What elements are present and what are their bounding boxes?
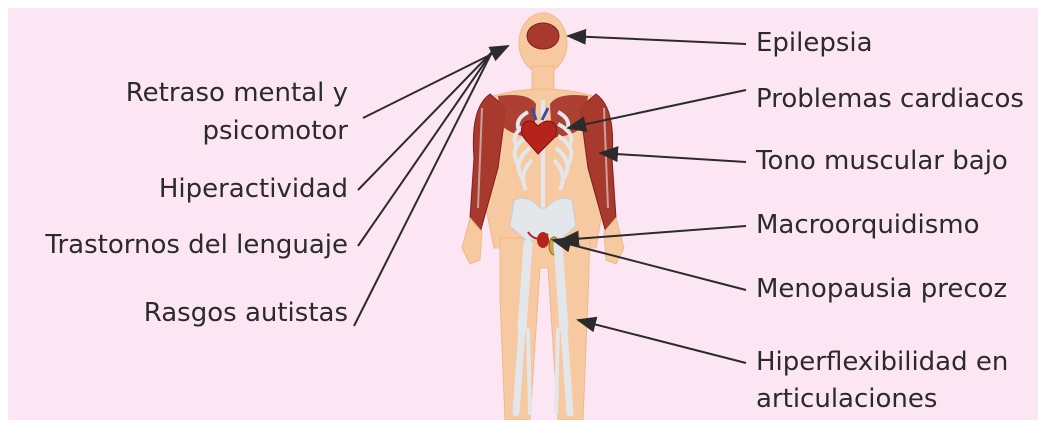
label-hiperactividad: Hiperactividad (159, 172, 348, 206)
label-retraso-line2: psicomotor (202, 114, 348, 148)
label-retraso-line1: Retraso mental y (126, 76, 348, 110)
arrow-tono (600, 153, 746, 162)
label-autistas: Rasgos autistas (144, 296, 348, 330)
label-epilepsia: Epilepsia (756, 26, 873, 60)
label-lenguaje: Trastornos del lenguaje (45, 228, 348, 262)
label-tono: Tono muscular bajo (756, 144, 1008, 178)
label-macro: Macroorquidismo (756, 208, 980, 242)
label-cardiacos: Problemas cardiacos (756, 82, 1024, 116)
diagram-panel: Retraso mental y psicomotor Hiperactivid… (8, 8, 1038, 420)
arrow-hiperactividad (358, 52, 492, 190)
label-menopausia: Menopausia precoz (756, 272, 1007, 306)
brain-organ (527, 23, 559, 49)
label-hiperflex-line1: Hiperflexibilidad en (756, 345, 1008, 379)
label-hiperflex-line2: articulaciones (756, 382, 937, 416)
arrow-autistas (354, 52, 492, 326)
arrow-epilepsia (568, 36, 746, 44)
arrow-hiperflex (578, 320, 746, 363)
